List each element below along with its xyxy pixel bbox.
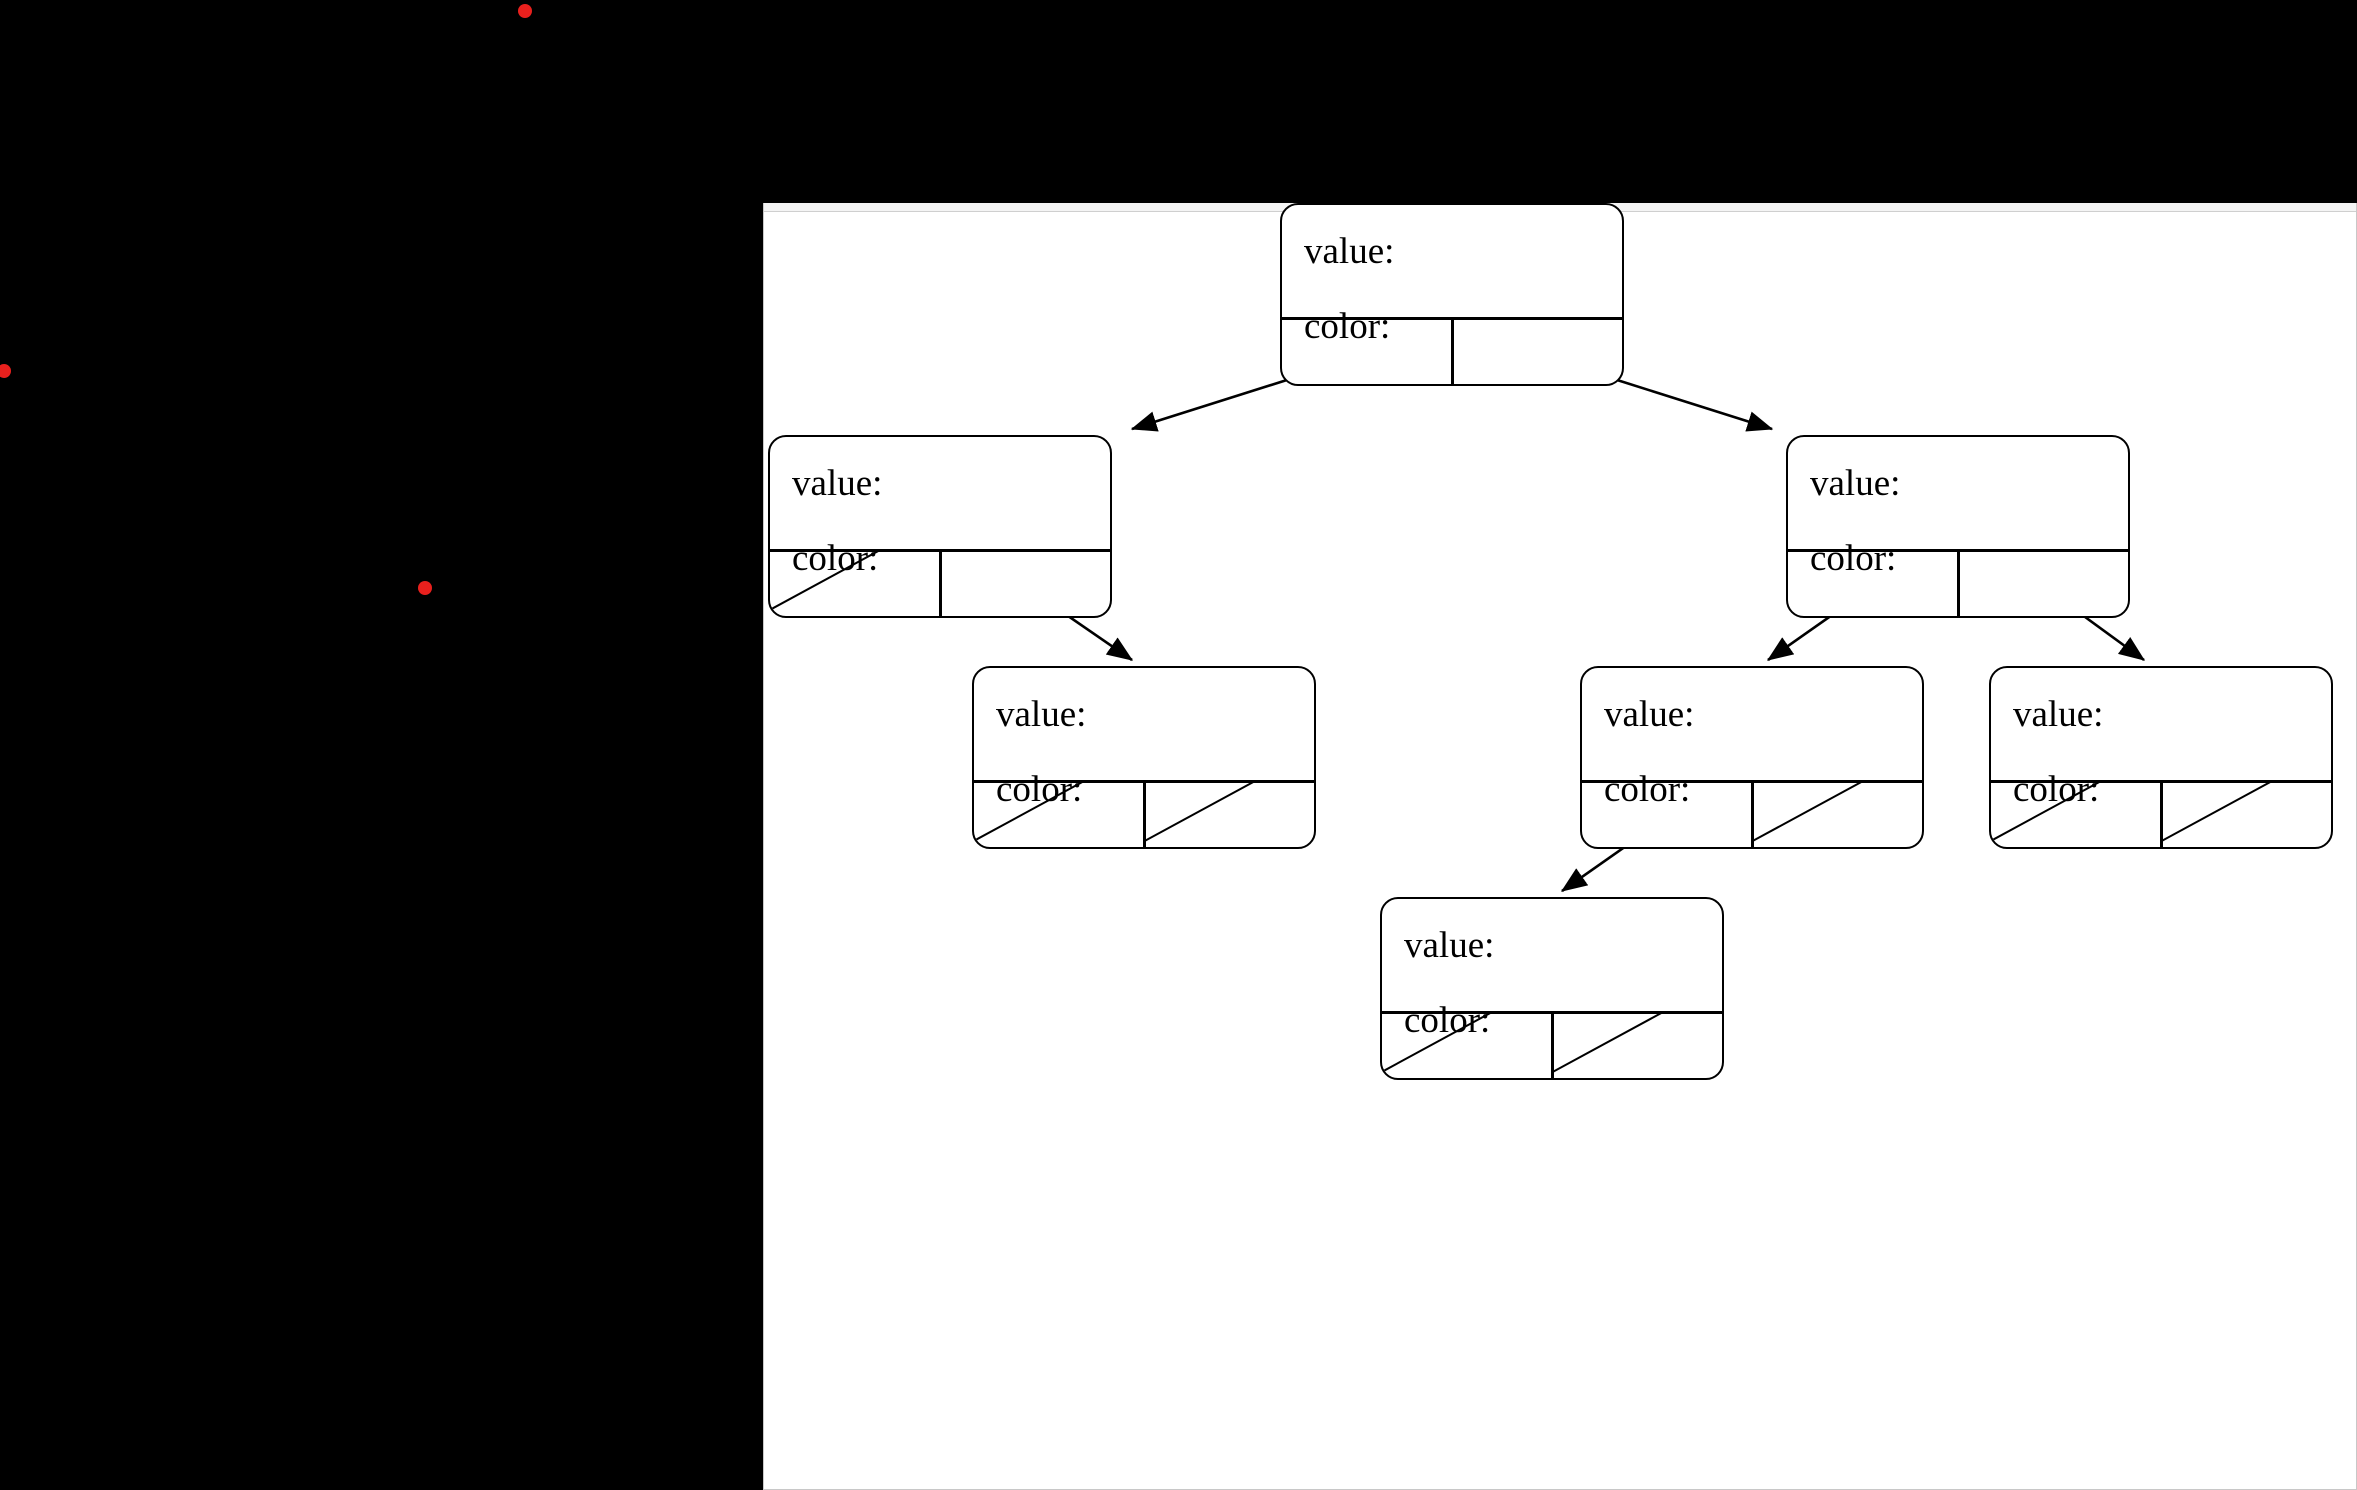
node-pointer-bar (1788, 549, 2128, 616)
node-body: value: color: (974, 668, 1314, 808)
node-body: value: color: (770, 437, 1110, 577)
node-value-label: value: (1304, 231, 1395, 272)
node-pointer-bar (1282, 317, 1622, 384)
tree-node-root[interactable]: value: color: (1280, 203, 1624, 386)
node-body: value: color: (1788, 437, 2128, 577)
right-pointer-cell-null[interactable] (1750, 783, 1923, 847)
right-pointer-cell-null[interactable] (1142, 783, 1315, 847)
diagram-canvas[interactable]: value: color: value: color: value: c (763, 203, 2357, 1490)
node-pointer-bar (1382, 1011, 1722, 1078)
node-value-label: value: (1810, 463, 1901, 504)
left-pointer-cell[interactable] (1788, 552, 1957, 616)
tree-node-left-right[interactable]: value: color: (972, 666, 1316, 849)
tree-node-left[interactable]: value: color: (768, 435, 1112, 618)
left-pointer-cell[interactable] (1582, 783, 1751, 847)
right-pointer-cell[interactable] (1450, 320, 1623, 384)
left-pointer-cell-null[interactable] (770, 552, 939, 616)
node-body: value: color: (1282, 205, 1622, 345)
node-body: value: color: (1382, 899, 1722, 1039)
marker-dot-left (0, 364, 11, 378)
node-pointer-bar (1991, 780, 2331, 847)
tree-node-right-left[interactable]: value: color: (1580, 666, 1924, 849)
marker-dot-top (518, 4, 532, 18)
node-value-label: value: (996, 694, 1087, 735)
node-body: value: color: (1582, 668, 1922, 808)
node-pointer-bar (770, 549, 1110, 616)
node-color-label: color: (1604, 769, 1691, 810)
right-pointer-cell-null[interactable] (1550, 1014, 1723, 1078)
tree-node-right-right[interactable]: value: color: (1989, 666, 2333, 849)
node-pointer-bar (1582, 780, 1922, 847)
node-value-label: value: (792, 463, 883, 504)
right-pointer-cell[interactable] (938, 552, 1111, 616)
right-pointer-cell[interactable] (1956, 552, 2129, 616)
left-pointer-cell-null[interactable] (1382, 1014, 1551, 1078)
node-value-label: value: (1404, 925, 1495, 966)
left-pointer-cell[interactable] (1282, 320, 1451, 384)
node-color-label: color: (1810, 538, 1897, 579)
right-pointer-cell-null[interactable] (2159, 783, 2332, 847)
left-pointer-cell-null[interactable] (974, 783, 1143, 847)
node-color-label: color: (1304, 306, 1391, 347)
node-value-label: value: (2013, 694, 2104, 735)
tree-node-right[interactable]: value: color: (1786, 435, 2130, 618)
node-value-label: value: (1604, 694, 1695, 735)
tree-node-right-left-left[interactable]: value: color: (1380, 897, 1724, 1080)
left-pointer-cell-null[interactable] (1991, 783, 2160, 847)
marker-dot-middle (418, 581, 432, 595)
node-body: value: color: (1991, 668, 2331, 808)
node-pointer-bar (974, 780, 1314, 847)
